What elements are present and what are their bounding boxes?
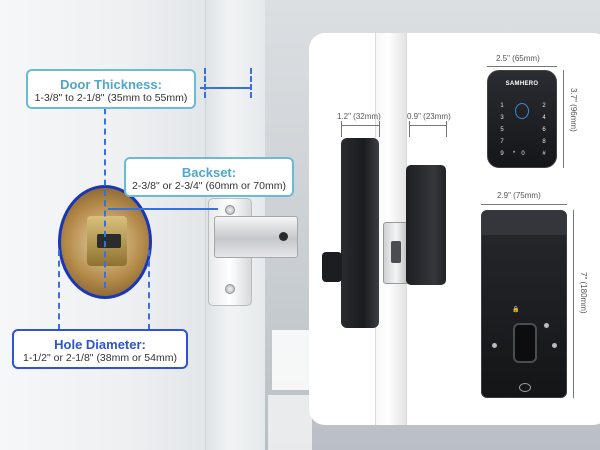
door-thickness-callout: Door Thickness: 1-3/8" to 2-1/8" (35mm t… (26, 69, 196, 109)
reset-button (519, 383, 531, 392)
room-shelf (272, 330, 312, 390)
key-3: 3 (500, 115, 504, 121)
strike-slot (391, 241, 401, 263)
interior-unit: 🔒 (481, 210, 567, 398)
bolt-hole (279, 232, 288, 241)
room-shelf-lower (268, 395, 312, 450)
exterior-lock-side-view (341, 138, 379, 328)
callout-detail: 1-3/8" to 2-1/8" (35mm to 55mm) (34, 92, 188, 104)
latch-spindle (97, 234, 121, 248)
hole-center-guide (104, 98, 106, 288)
key-9: 9 (500, 151, 504, 157)
key-7: 7 (500, 139, 504, 145)
keypad-width-line (487, 66, 557, 67)
callout-heading: Backset: (181, 165, 237, 180)
hole-left-guide (58, 250, 60, 330)
outer-depth-tick (379, 121, 380, 137)
interior-lock-side-view (406, 165, 446, 285)
backset-arrow (108, 208, 218, 210)
back-height-label: 7" (180mm) (579, 272, 588, 314)
key-1: 1 (500, 103, 504, 109)
battery-cover (482, 211, 566, 235)
fingerprint-icon (515, 103, 529, 119)
thumb-turn-knob (513, 323, 537, 363)
key-hash: # (542, 151, 546, 157)
back-width-label: 2.9" (75mm) (497, 191, 541, 200)
outer-depth-label: 1.2" (32mm) (337, 112, 381, 121)
key-star: * (512, 151, 516, 157)
keypad-width-label: 2.5" (65mm) (496, 54, 540, 63)
indicator-dot (492, 343, 497, 348)
key-5: 5 (500, 127, 504, 133)
hole-right-guide (148, 250, 150, 330)
inner-depth-tick (409, 121, 410, 137)
exterior-keypad: SAMHERO 1 2 3 4 5 6 7 8 9 * 0 # (487, 70, 557, 168)
keypad-height-line (563, 70, 564, 168)
back-width-line (481, 204, 567, 205)
strike-plate (383, 222, 409, 284)
key-6: 6 (542, 127, 546, 133)
callout-heading: Hole Diameter: (54, 337, 146, 352)
callout-detail: 1-1/2" or 2-1/8" (38mm or 54mm) (23, 352, 177, 364)
callout-heading: Door Thickness: (60, 77, 162, 92)
latch-bolt (214, 216, 298, 258)
outer-depth-line (341, 125, 379, 126)
screw-icon (225, 284, 235, 294)
backset-callout: Backset: 2-3/8" or 2-3/4" (60mm or 70mm) (124, 157, 294, 197)
screw-icon (225, 205, 235, 215)
keypad-height-label: 3.7" (96mm) (569, 88, 578, 132)
key-2: 2 (542, 103, 546, 109)
lock-icon: 🔒 (512, 307, 520, 313)
key-8: 8 (542, 139, 546, 145)
inner-depth-line (409, 125, 446, 126)
key-0: 0 (521, 151, 525, 157)
indicator-dot (552, 343, 557, 348)
callout-detail: 2-3/8" or 2-3/4" (60mm or 70mm) (132, 180, 286, 192)
lock-tailpiece (322, 252, 342, 282)
brand-logo: SAMHERO (505, 81, 539, 87)
indicator-dot (544, 323, 549, 328)
inner-depth-label: 0.9" (23mm) (407, 112, 451, 121)
key-4: 4 (542, 115, 546, 121)
door-thickness-arrow (200, 87, 250, 89)
outer-depth-tick (341, 121, 342, 137)
door-edge-guide (250, 68, 252, 98)
back-height-line (573, 210, 574, 398)
door-face-guide (204, 68, 206, 98)
hole-diameter-callout: Hole Diameter: 1-1/2" or 2-1/8" (38mm or… (12, 329, 188, 369)
inner-depth-tick (446, 121, 447, 137)
